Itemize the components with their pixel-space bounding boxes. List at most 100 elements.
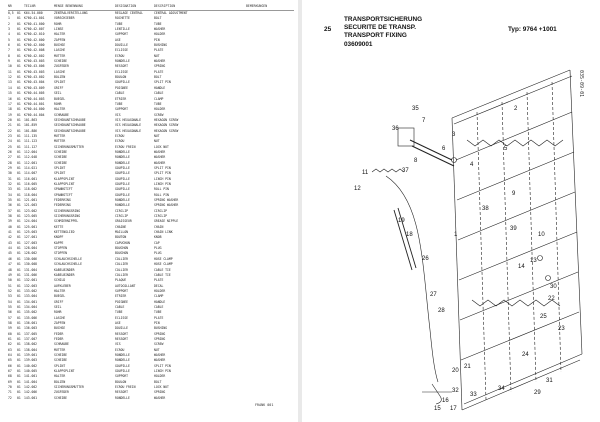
- table-cell: 142.006: [24, 390, 38, 395]
- table-cell: 01: [17, 64, 21, 69]
- table-cell: 01: [17, 369, 21, 374]
- table-cell: 01: [17, 59, 21, 64]
- table-cell: K760.43.009: [24, 85, 45, 90]
- table-cell: PLAQUE: [115, 278, 127, 283]
- table-cell: WASHER: [154, 149, 166, 154]
- table-cell: SPLINT: [54, 363, 66, 368]
- table-cell: 15: [8, 91, 12, 96]
- table-cell: 19: [8, 112, 12, 117]
- callout-label: 36: [392, 126, 399, 132]
- table-cell: 01: [17, 16, 21, 21]
- table-cell: K760.44.003: [24, 96, 45, 101]
- callout-label: 4: [470, 162, 474, 168]
- table-cell: 124.004: [24, 219, 38, 224]
- table-cell: 101.863: [24, 117, 38, 122]
- table-cell: PLATE: [154, 69, 164, 74]
- table-cell: SCHRAUBE: [54, 112, 69, 117]
- table-cell: 42: [8, 235, 12, 240]
- table-cell: 125.003: [24, 230, 38, 235]
- table-cell: SPRING: [154, 331, 166, 336]
- table-cell: AXE: [115, 37, 121, 42]
- table-cell: 116.005: [24, 182, 38, 186]
- table-cell: 01: [17, 272, 21, 277]
- table-cell: 30: [8, 171, 12, 176]
- table-cell: 0,5: [8, 11, 14, 15]
- table-cell: 5: [8, 37, 10, 42]
- table-cell: K760.43.003: [24, 69, 45, 74]
- table-cell: VIS HEXAGONALE: [115, 128, 142, 133]
- table-cell: 130.006: [24, 256, 38, 261]
- table-cell: GREASE NIPPLE: [154, 219, 179, 224]
- table-cell: 40: [8, 224, 12, 229]
- table-cell: GOUPILLE: [115, 165, 130, 170]
- table-cell: K760.44.001: [24, 101, 45, 106]
- table-cell: WASHER: [154, 160, 166, 165]
- table-cell: 01: [17, 21, 21, 26]
- table-cell: HOLDER: [154, 32, 166, 37]
- table-cell: GOUPILLE: [115, 176, 130, 181]
- table-cell: 01: [17, 310, 21, 315]
- table-cell: 111.127: [24, 144, 38, 149]
- table-cell: 128.002: [24, 251, 38, 256]
- table-cell: 6: [8, 43, 10, 48]
- exploded-view-drawing: 1234567891011121314151617181920212223242…: [354, 69, 583, 412]
- table-cell: SUPPORT: [115, 32, 129, 37]
- table-cell: 01: [17, 278, 21, 283]
- table-cell: NUT: [154, 139, 160, 144]
- table-cell: SCHEIBE: [54, 353, 68, 357]
- callout-label: 23: [558, 326, 565, 332]
- table-cell: HALTER: [54, 32, 66, 37]
- table-cell: MUTTER: [54, 347, 66, 352]
- table-cell: CIRCLIP: [154, 214, 168, 219]
- parts-list-page: NR TEILNR MENGE BENENNUNG DESIGNATION DE…: [0, 0, 298, 422]
- table-cell: KLAPPSPLINT: [54, 176, 75, 181]
- table-cell: VIS HEXAGONALE: [115, 117, 142, 122]
- table-cell: NUT: [154, 347, 160, 352]
- table-cell: HALTER: [54, 374, 66, 379]
- table-cell: 140.005: [24, 369, 38, 374]
- table-cell: GOUPILLE: [115, 182, 130, 186]
- header-remarks: BEMERKUNGEN: [246, 4, 268, 8]
- table-cell: 139.001: [24, 353, 38, 357]
- table-cell: 61: [8, 336, 12, 341]
- table-cell: 23: [8, 133, 12, 138]
- table-cell: 01: [17, 91, 21, 96]
- table-cell: KETTENGLIED: [54, 230, 75, 235]
- table-cell: 36: [8, 203, 12, 208]
- table-cell: SPLINT: [54, 80, 66, 85]
- table-cell: K760.43.006: [24, 64, 45, 69]
- table-cell: MUTTER: [54, 139, 66, 144]
- table-cell: KABELBINDER: [54, 267, 75, 272]
- table-cell: PLATE: [154, 48, 164, 53]
- table-cell: K760.42.002: [24, 53, 45, 58]
- table-cell: RONDELLE: [115, 395, 130, 400]
- table-cell: RONDELLE: [115, 203, 130, 208]
- table-cell: 9: [8, 59, 10, 64]
- table-cell: 01: [17, 27, 21, 32]
- table-cell: 01: [17, 96, 21, 101]
- table-cell: 01: [17, 133, 21, 138]
- table-cell: SICHERUNGSMUTTER: [54, 385, 84, 390]
- table-cell: 01: [17, 363, 21, 368]
- table-cell: LINCH PIN: [154, 182, 171, 186]
- table-cell: GOUPILLE: [115, 192, 130, 197]
- table-cell: BUEGEL: [54, 294, 66, 299]
- callout-label: 13: [530, 258, 537, 264]
- table-cell: 140.002: [24, 363, 38, 368]
- table-cell: 112.048: [24, 155, 38, 160]
- table-cell: SCHEIBE: [54, 395, 68, 400]
- table-cell: SICHERUNGSMUTTER: [54, 144, 84, 149]
- table-cell: K760.42.000: [24, 43, 45, 48]
- table-cell: PIN: [154, 37, 160, 42]
- table-cell: SCREW: [154, 342, 164, 347]
- table-cell: WASHER: [154, 59, 166, 64]
